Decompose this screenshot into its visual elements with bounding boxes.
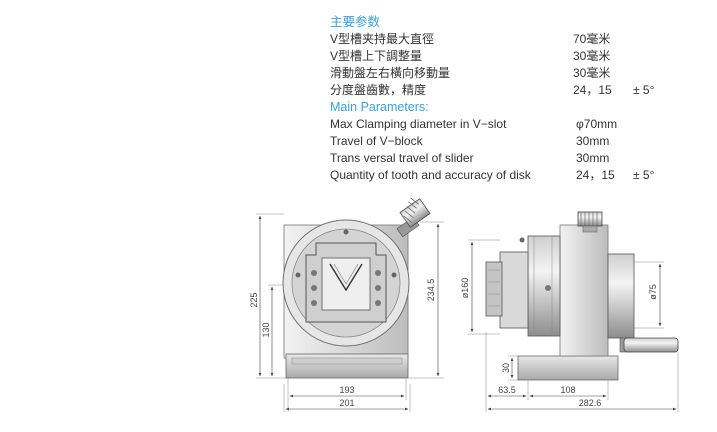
param-label: Travel of V−block (330, 134, 423, 148)
param-value: φ70mm (576, 117, 618, 131)
param-row: Quantity of tooth and accuracy of disk 2… (330, 167, 710, 184)
side-clamp-block (499, 251, 529, 329)
param-row: V型槽上下調整量 30毫米 (330, 48, 710, 65)
dim-dia-75: ø75 (648, 284, 658, 300)
param-value: 30mm (576, 151, 610, 165)
side-column (559, 224, 609, 357)
param-accuracy: ± 5° (633, 168, 655, 182)
side-spindle-housing (607, 253, 635, 339)
param-value: 24，15 (573, 83, 612, 97)
param-value: 30mm (576, 134, 610, 148)
param-row: 分度盤齒數，精度 24，15 ± 5° (330, 82, 710, 99)
dim-234-5: 234.5 (426, 279, 436, 302)
front-base (285, 353, 409, 379)
param-accuracy: ± 5° (633, 83, 655, 97)
front-view (282, 197, 431, 379)
chinese-heading: 主要参数 (330, 15, 381, 29)
param-row: Max Clamping diameter in V−slot φ70mm (330, 116, 710, 133)
side-base (517, 355, 619, 381)
english-heading: Main Parameters: (330, 100, 429, 114)
side-knurled-knob (577, 211, 603, 233)
side-view (485, 211, 679, 381)
dim-282-6: 282.6 (579, 398, 602, 408)
side-view-dimensions: ø160 ø75 30 63.5 108 282.6 (460, 239, 679, 412)
param-value: 24，15 (576, 168, 615, 182)
dim-30: 30 (501, 363, 511, 373)
dim-225: 225 (249, 292, 259, 307)
side-dial-disk (527, 235, 561, 337)
dim-193: 193 (339, 385, 354, 395)
param-label: Max Clamping diameter in V−slot (330, 117, 507, 131)
param-label: Quantity of tooth and accuracy of disk (330, 168, 531, 182)
param-value: 30毫米 (573, 49, 611, 63)
parameters-block: 主要参数 V型槽夹持最大直徑 70毫米 V型槽上下調整量 30毫米 滑動盤左右橫… (330, 14, 710, 184)
v-slot (329, 263, 363, 292)
dim-130: 130 (261, 322, 271, 337)
param-label: V型槽夹持最大直徑 (330, 32, 435, 46)
param-value: 30毫米 (573, 66, 611, 80)
param-row: Trans versal travel of slider 30mm (330, 150, 710, 167)
param-label: V型槽上下調整量 (330, 49, 423, 63)
front-view-dimensions: 225 130 234.5 193 201 (249, 213, 444, 412)
param-label: 滑動盤左右橫向移動量 (330, 66, 451, 80)
crank-handle (619, 337, 679, 353)
param-label: Trans versal travel of slider (330, 151, 474, 165)
dim-201: 201 (339, 398, 354, 408)
param-label: 分度盤齒數，精度 (330, 83, 427, 97)
dim-108: 108 (560, 385, 575, 395)
dim-63-5: 63.5 (498, 385, 516, 395)
param-row: Travel of V−block 30mm (330, 133, 710, 150)
param-value: 70毫米 (573, 32, 611, 46)
param-row: V型槽夹持最大直徑 70毫米 (330, 31, 710, 48)
knurled-knob (396, 197, 431, 238)
param-row: 滑動盤左右橫向移動量 30毫米 (330, 65, 710, 82)
dim-dia-160: ø160 (460, 278, 470, 299)
